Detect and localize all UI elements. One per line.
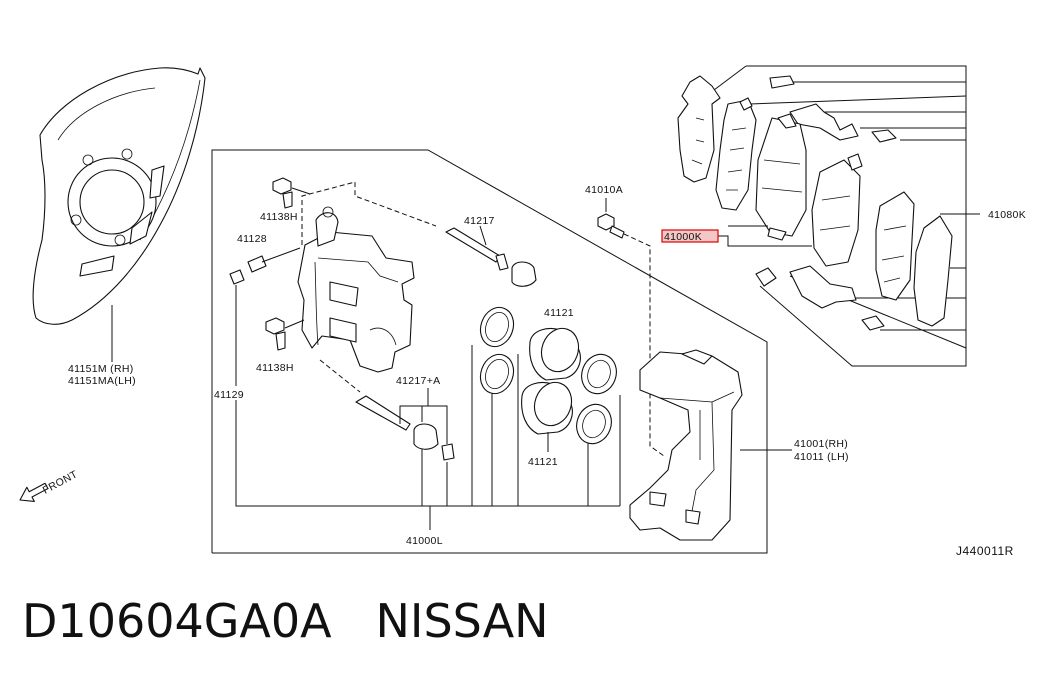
caliper-body[interactable]: [297, 206, 415, 373]
footer-part-info: D10604GA0A NISSAN: [22, 598, 549, 644]
label-41138h-bottom: 41138H: [256, 362, 294, 374]
label-41001: 41001(RH): [794, 438, 848, 450]
guide-dashed: [301, 181, 437, 245]
guide-dashed: [319, 359, 361, 393]
front-arrow-icon: [19, 482, 49, 502]
dust-boot-lower[interactable]: [571, 399, 617, 448]
pad-shim-outer[interactable]: [677, 75, 721, 183]
bleeder-41128[interactable]: [229, 247, 301, 285]
label-41217a: 41217+A: [396, 375, 440, 387]
pad-shim-right-inner[interactable]: [913, 215, 953, 327]
label-41151m: 41151M (RH): [68, 363, 134, 375]
diagram-code: J440011R: [956, 544, 1014, 558]
brake-pad-41000k[interactable]: [755, 113, 807, 241]
piston-upper[interactable]: [529, 323, 585, 381]
piston-lower[interactable]: [521, 377, 578, 452]
label-41121-top: 41121: [544, 307, 574, 319]
label-41128: 41128: [237, 233, 267, 245]
brake-pad-inner[interactable]: [811, 153, 863, 267]
label-41000k: 41000K: [664, 231, 702, 243]
label-41080k: 41080K: [988, 209, 1026, 221]
torque-member[interactable]: [629, 349, 743, 541]
guide-dashed: [623, 233, 665, 457]
bolt-41138h-top[interactable]: [272, 177, 311, 209]
brand-name: NISSAN: [375, 594, 549, 648]
front-label: FRONT: [41, 468, 80, 496]
piston-seal-lower[interactable]: [475, 350, 519, 399]
leader-41000k: [718, 235, 812, 247]
pad-shim-right-outer[interactable]: [875, 191, 915, 301]
part-number: D10604GA0A: [22, 594, 332, 648]
guide-pin-41217[interactable]: [445, 225, 537, 287]
dust-shield[interactable]: [32, 67, 206, 362]
label-41151ma: 41151MA(LH): [68, 375, 136, 387]
pad-spring-plate[interactable]: [789, 103, 897, 143]
label-41217: 41217: [464, 215, 495, 227]
label-41129: 41129: [214, 389, 244, 401]
bolt-41138h-bottom[interactable]: [265, 317, 305, 351]
caliper-frame: [211, 149, 768, 554]
guide-pin-41217a[interactable]: [355, 388, 455, 461]
highlight-41000k[interactable]: [661, 229, 719, 243]
pad-shim-inner[interactable]: [715, 99, 757, 211]
dust-boot-upper[interactable]: [576, 349, 622, 398]
footer-spacer: [332, 594, 376, 648]
label-41011: 41011 (LH): [794, 451, 849, 463]
piston-seal-upper[interactable]: [475, 303, 519, 352]
label-41000l: 41000L: [406, 535, 443, 547]
pad-kit-frame: [746, 65, 967, 367]
bolt-41010a[interactable]: [597, 198, 625, 239]
label-41010a: 41010A: [585, 184, 623, 196]
pad-clip-top[interactable]: [739, 75, 795, 111]
pad-clip-bottom[interactable]: [755, 265, 885, 331]
label-41121-bottom: 41121: [528, 456, 558, 468]
label-41138h-top: 41138H: [260, 211, 298, 223]
